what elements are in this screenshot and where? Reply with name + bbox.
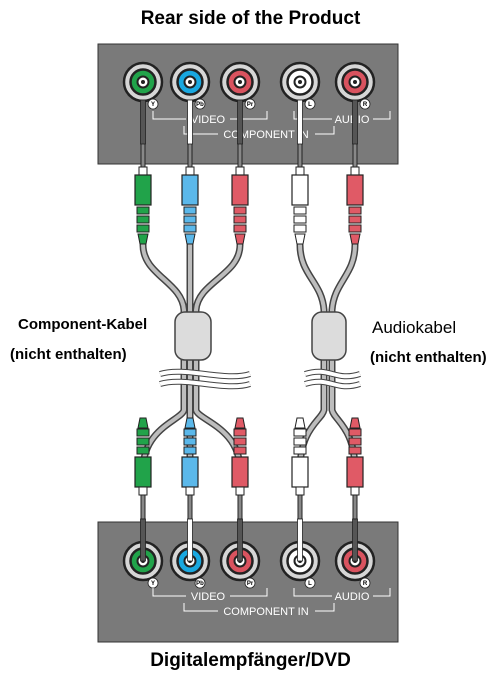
component-cable-clip — [174, 311, 212, 361]
bottom-jack-id-l: L — [308, 581, 312, 587]
bottom-audio-label: AUDIO — [335, 591, 370, 603]
bottom-jack-id-pb: Pb — [196, 581, 204, 587]
bottom-lead-white — [297, 518, 303, 562]
top-jack-badge-pr: Pr — [244, 98, 256, 110]
top-jack-id-l: L — [308, 102, 312, 108]
audio-cable-note: (nicht enthalten) — [370, 349, 487, 366]
bottom-lead-blue — [187, 518, 193, 562]
top-jack-badge-y: Y — [147, 98, 159, 110]
top-lead-blue — [187, 99, 193, 145]
top-plug-white — [291, 142, 309, 245]
bottom-plug-blue — [181, 417, 199, 520]
bottom-brackets — [152, 588, 391, 612]
bottom-jack-id-y: Y — [151, 581, 155, 587]
bottom-jack-badge-pb: Pb — [194, 577, 206, 589]
bottom-plug-red — [231, 417, 249, 520]
top-jacks: Y Pb Pr L R — [122, 61, 376, 110]
component-cable-red — [194, 243, 242, 472]
top-plug-green — [134, 142, 152, 245]
top-jack-l: L — [279, 61, 321, 110]
bottom-jack-badge-y: Y — [147, 577, 159, 589]
top-jack-id-pr: Pr — [247, 102, 254, 108]
top-jack-r: R — [334, 61, 376, 110]
bottom-title: Digitalempfänger/DVD — [150, 650, 351, 671]
bottom-jack-badge-l: L — [304, 577, 316, 589]
bottom-jack-badge-pr: Pr — [244, 577, 256, 589]
cables — [139, 241, 361, 474]
component-break-lower — [159, 379, 251, 389]
bottom-jack-id-r: R — [363, 581, 368, 587]
audio-break-upper — [304, 369, 361, 379]
bottom-plug-audio-red — [346, 417, 364, 520]
top-plug-blue — [181, 142, 199, 245]
bottom-plug-green — [134, 417, 152, 520]
top-lead-green — [140, 99, 146, 145]
bottom-plug-white — [291, 417, 309, 520]
component-break-upper — [159, 369, 251, 379]
bottom-video-label: VIDEO — [191, 591, 226, 603]
top-plug-audio-red — [346, 142, 364, 245]
top-jack-id-r: R — [363, 102, 368, 108]
bottom-jack-id-pr: Pr — [247, 581, 254, 587]
bottom-jack-badge-r: R — [359, 577, 371, 589]
audio-cable-label: Audiokabel — [372, 318, 457, 337]
top-lead-white — [297, 99, 303, 145]
top-lead-audio-red — [352, 99, 358, 145]
top-component-in-label: COMPONENT IN — [223, 129, 308, 141]
audio-break-lower — [304, 379, 361, 389]
top-jack-badge-l: L — [304, 98, 316, 110]
top-brackets — [152, 111, 391, 135]
bottom-lead-audio-red — [352, 518, 358, 562]
top-jack-pr: Pr — [219, 61, 261, 110]
top-video-label: VIDEO — [191, 114, 226, 126]
top-jack-badge-pb: Pb — [194, 98, 206, 110]
top-plug-red — [231, 142, 249, 245]
top-jack-y: Y — [122, 61, 164, 110]
top-jack-id-pb: Pb — [196, 102, 204, 108]
bottom-component-in-label: COMPONENT IN — [223, 606, 308, 618]
top-jack-id-y: Y — [151, 102, 155, 108]
component-cable-label: Component-Kabel — [18, 316, 148, 333]
audio-cable-clip — [311, 311, 347, 361]
bottom-lead-red — [237, 518, 243, 562]
plugs — [134, 99, 364, 562]
top-title: Rear side of the Product — [140, 8, 361, 29]
bottom-lead-green — [140, 518, 146, 562]
component-cable-note: (nicht enthalten) — [10, 346, 127, 363]
top-jack-badge-r: R — [359, 98, 371, 110]
top-lead-red — [237, 99, 243, 145]
